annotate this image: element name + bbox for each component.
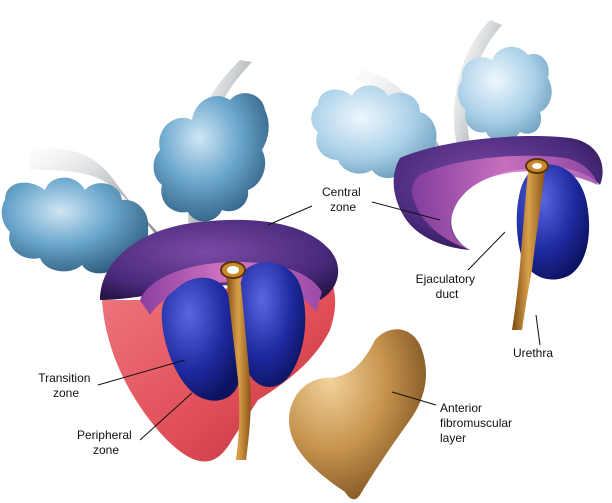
right-seminal-vesicle-1 [311, 85, 437, 179]
left-seminal-vesicle-2 [153, 93, 269, 222]
right-urethra-lumen [532, 163, 542, 169]
leader-central-zone-right [371, 201, 441, 221]
leader-transition-zone [97, 359, 186, 386]
right-prostate [311, 20, 603, 330]
label-urethra: Urethra [513, 346, 553, 360]
right-urethra [512, 170, 545, 330]
leader-central-zone [267, 205, 313, 226]
right-seminal-vesicle-2 [457, 46, 552, 142]
label-central-zone: Central zone [322, 185, 364, 214]
right-central-zone-inner [412, 155, 598, 250]
label-peripheral-zone: Peripheral zone [77, 428, 135, 457]
leader-urethra [535, 314, 541, 346]
leader-peripheral-zone [139, 392, 193, 441]
label-transition-zone: Transition zone [38, 371, 94, 400]
leader-ejaculatory-duct [467, 231, 506, 271]
left-seminal-vesicle-1 [1, 177, 149, 274]
leader-anterior-fibromuscular [391, 391, 437, 406]
left-prostate [1, 60, 339, 462]
left-urethra [226, 275, 251, 460]
left-transition-zone-left-lobe [161, 277, 241, 401]
left-urethra-lumen [227, 266, 239, 274]
left-transition-zone-right-lobe [239, 262, 306, 387]
anterior-fibromuscular-layer [289, 329, 426, 500]
label-anterior-fibromuscular: Anterior fibromuscular layer [440, 401, 515, 445]
right-vas-deferens-right [453, 20, 502, 175]
label-ejaculatory-duct: Ejaculatory duct [416, 272, 479, 301]
